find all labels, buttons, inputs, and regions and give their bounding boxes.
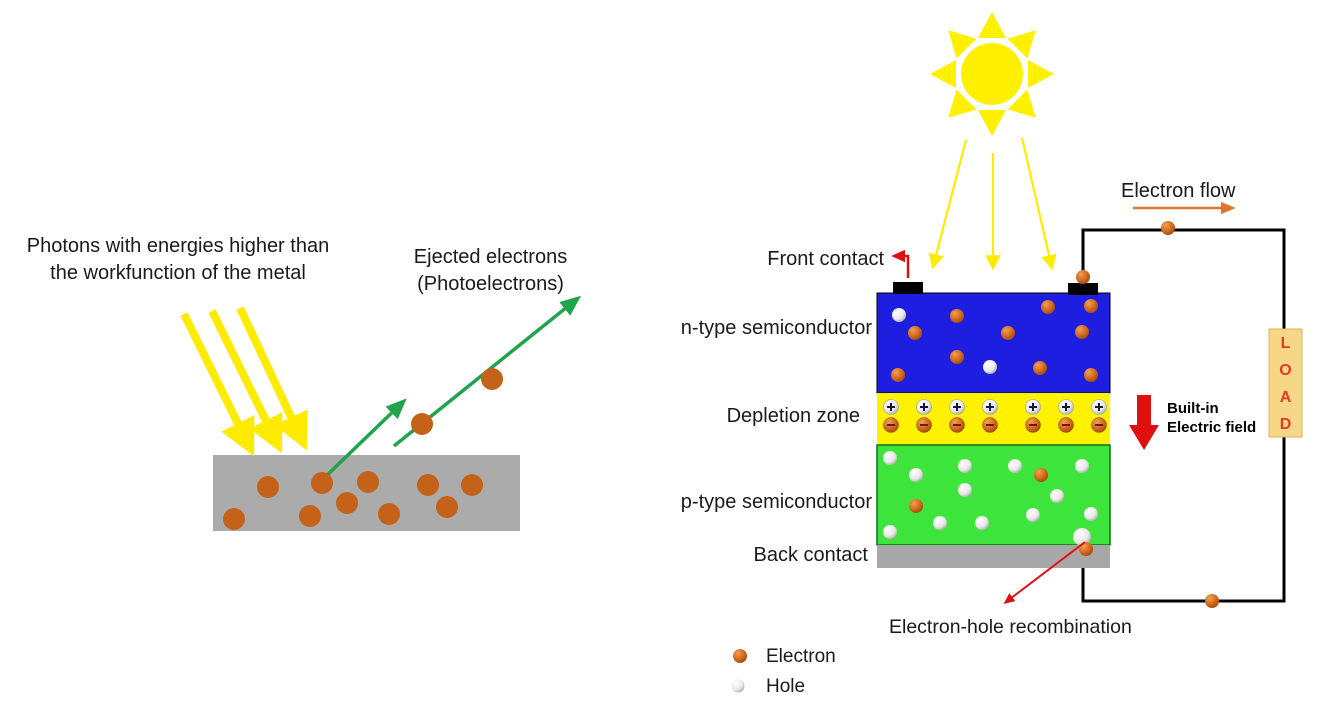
ejected-caption-line1: Ejected electrons <box>413 246 568 268</box>
builtin-field-arrow <box>1129 395 1159 450</box>
front-contact-label: Front contact <box>767 248 884 270</box>
load-letter: O <box>1279 362 1291 379</box>
electron-dot-icon <box>733 649 747 663</box>
load-resistor: L O A D <box>1268 328 1303 438</box>
p-type-label: p-type semiconductor <box>680 491 872 513</box>
recombination-label: Electron-hole recombination <box>889 616 1132 638</box>
builtin-field-line2: Electric field <box>1167 419 1257 436</box>
ejected-electrons-caption: Ejected electrons (Photoelectrons) <box>393 244 588 298</box>
p-type-electrons <box>909 468 1048 513</box>
back-contact-label: Back contact <box>753 544 868 566</box>
incident-photon-arrows <box>180 306 308 457</box>
metal-electrons <box>223 471 483 530</box>
electron-flow-label: Electron flow <box>1121 180 1236 202</box>
depletion-zone-label: Depletion zone <box>726 405 860 427</box>
front-contact-right <box>1068 283 1098 295</box>
solar-cell-layers <box>876 282 1111 568</box>
depletion-zone-charges <box>883 399 1107 433</box>
sunlight-beam-arrows <box>928 137 1057 271</box>
wire-electrons <box>1076 221 1219 608</box>
recombination-pointer-arrow <box>1003 541 1086 604</box>
legend-electron-label: Electron <box>766 646 836 667</box>
ejected-electron-arrows <box>320 295 582 482</box>
n-type-label: n-type semiconductor <box>680 317 872 339</box>
hole-dot-icon <box>731 679 745 693</box>
builtin-field-label: Built-in Electric field <box>1167 399 1256 437</box>
ejected-caption-line2: (Photoelectrons) <box>417 273 564 295</box>
legend-hole-label: Hole <box>766 676 806 697</box>
load-letter: A <box>1280 389 1292 406</box>
ejected-electrons <box>411 368 503 435</box>
front-contact-left <box>893 282 923 294</box>
p-type-holes <box>883 451 1098 539</box>
photon-caption-line1: Photons with energies higher than <box>26 235 330 257</box>
load-letter: D <box>1280 416 1292 433</box>
builtin-field-line1: Built-in <box>1167 400 1219 417</box>
sun-icon <box>930 12 1054 136</box>
load-letter: L <box>1281 335 1291 352</box>
photon-caption-line2: the workfunction of the metal <box>50 262 306 284</box>
front-contact-pointer-arrow <box>891 249 910 278</box>
n-type-electrons <box>891 299 1098 382</box>
n-type-holes <box>892 308 997 374</box>
photon-caption: Photons with energies higher than the wo… <box>0 233 356 287</box>
recombination-pair <box>1073 528 1093 556</box>
